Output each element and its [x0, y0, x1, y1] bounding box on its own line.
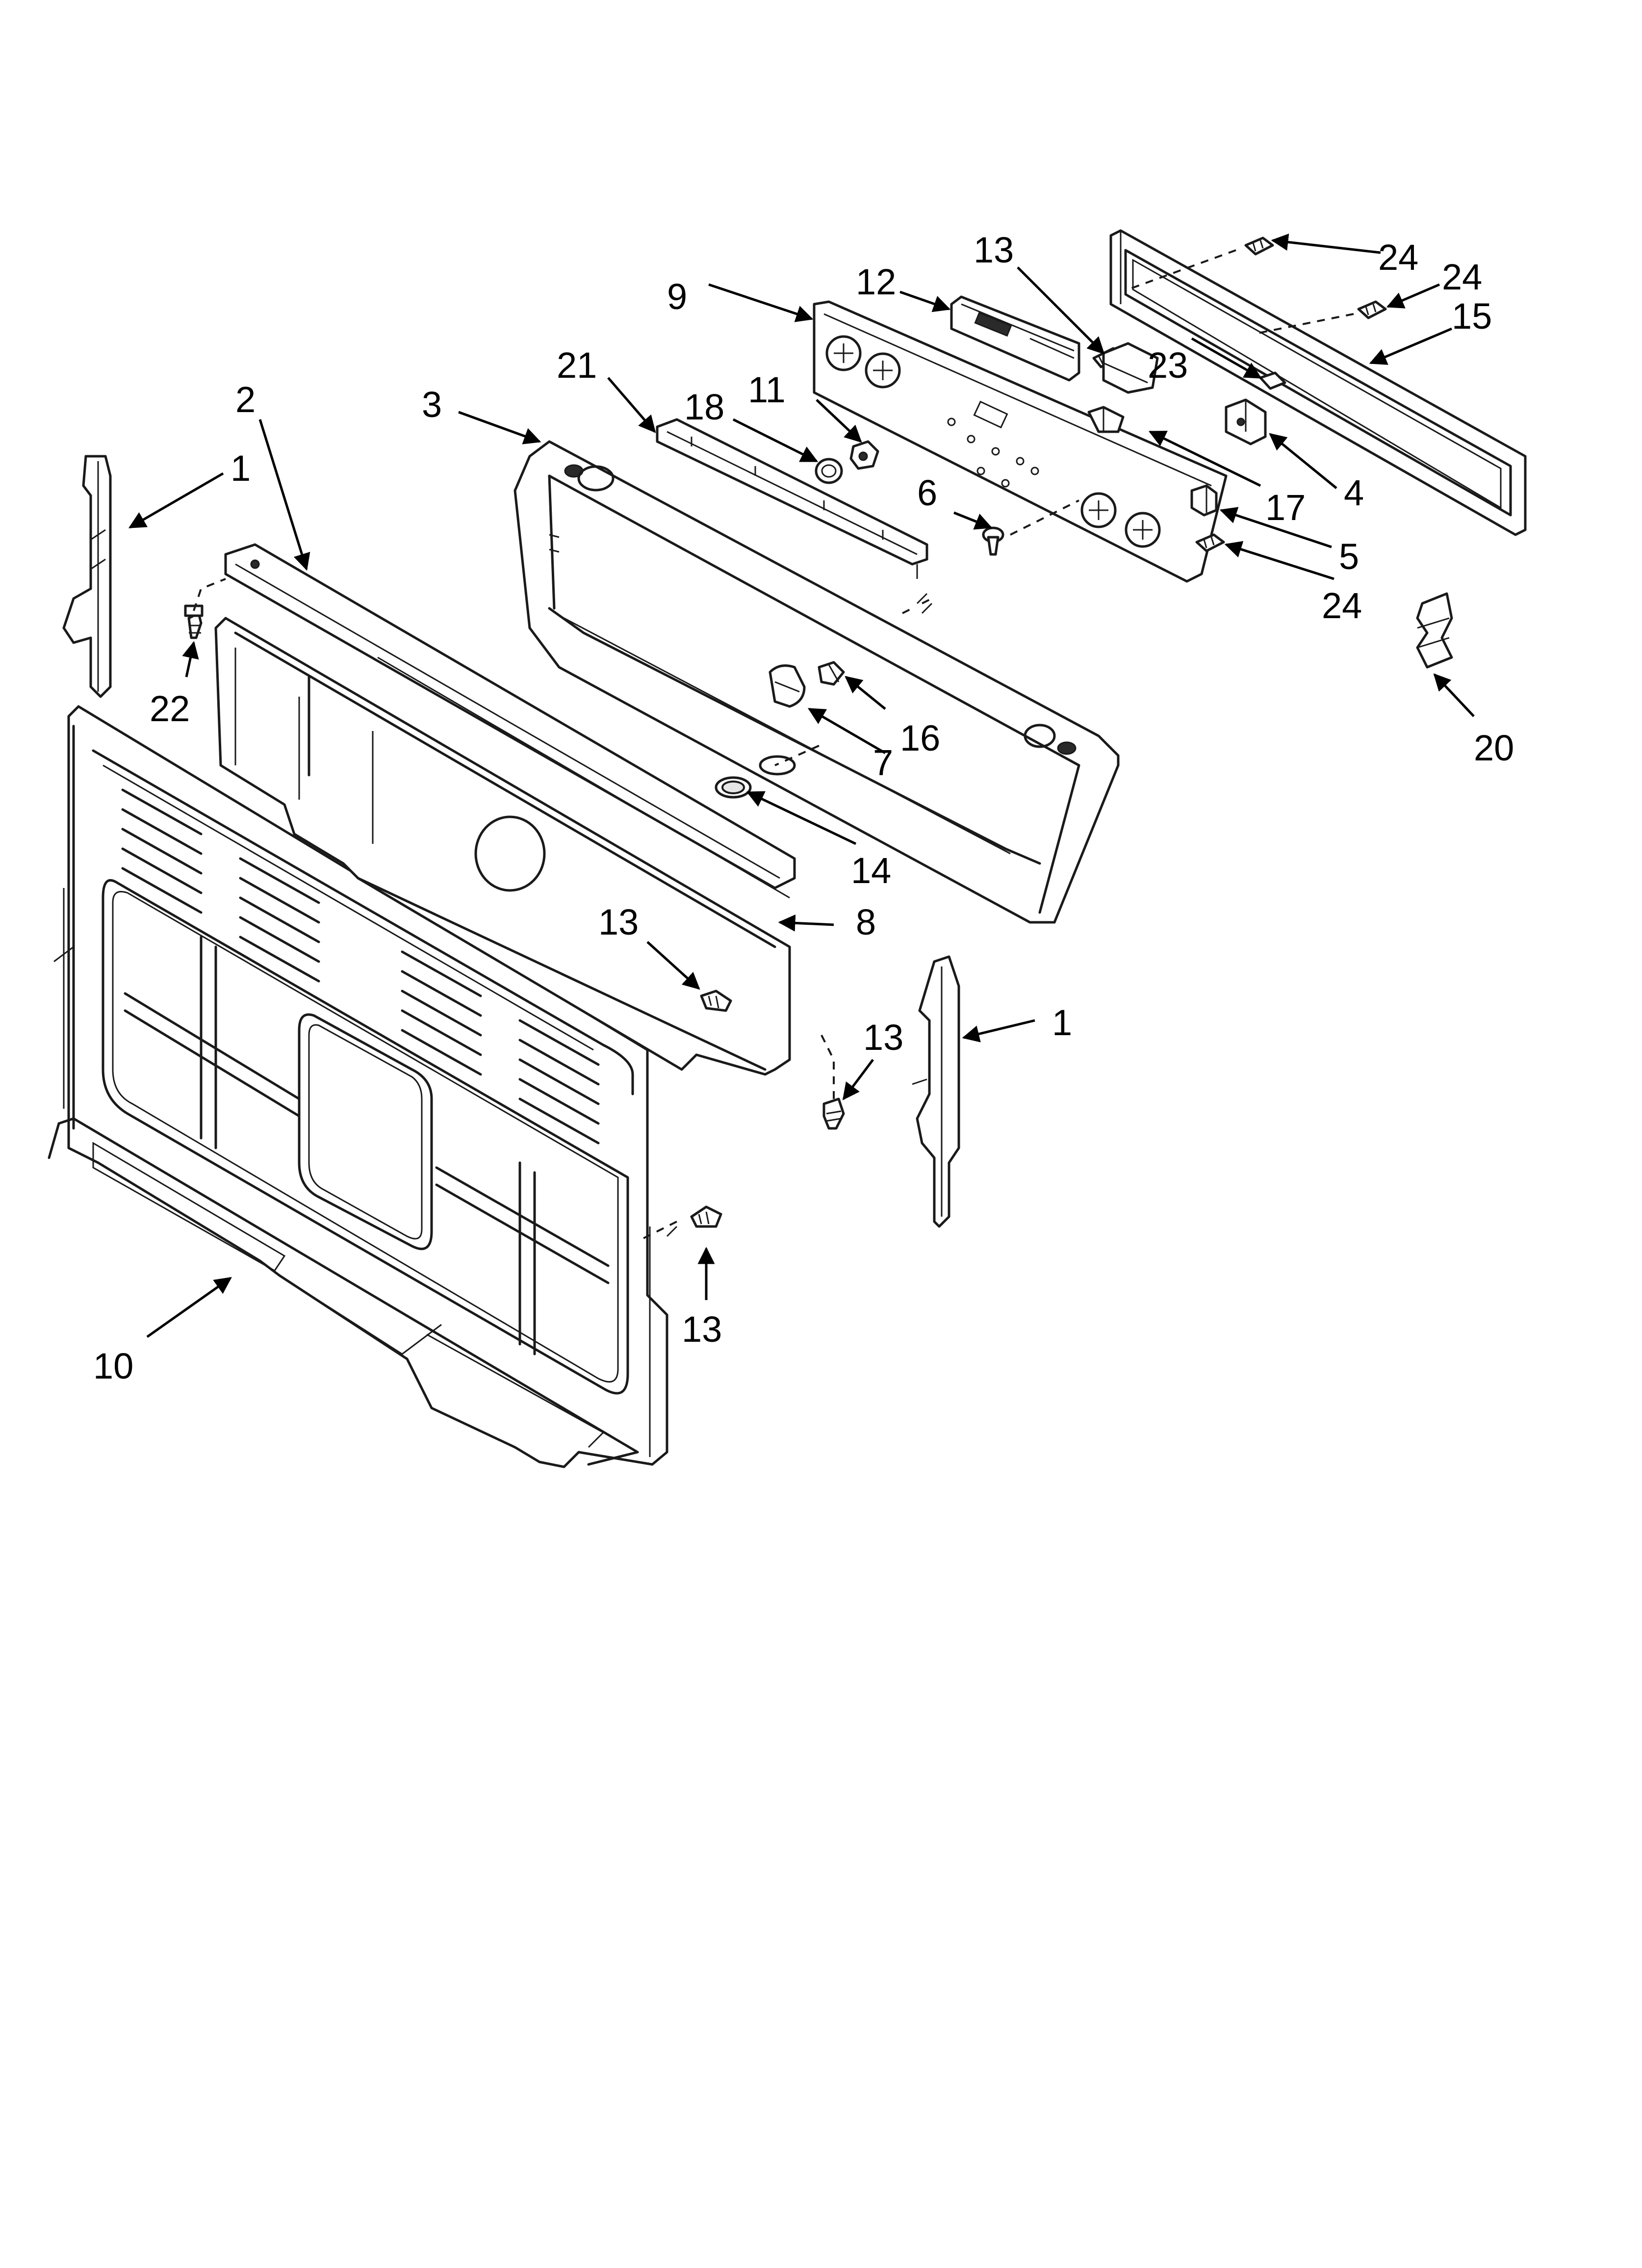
screw-13-mid: [700, 990, 732, 1012]
leader-5: [1219, 507, 1332, 548]
leader-9: [708, 283, 814, 322]
leader-13-right: [842, 1059, 874, 1100]
callout-7: 7: [873, 742, 893, 783]
control-overlay-part-9: [813, 300, 1228, 583]
leader-20: [1433, 673, 1475, 717]
callout-6: 6: [917, 472, 937, 513]
callout-1-right: 1: [1052, 1002, 1072, 1043]
leader-8: [778, 914, 834, 932]
callout-8: 8: [856, 902, 876, 942]
screw-part-6: [982, 526, 1004, 556]
callout-20: 20: [1474, 728, 1514, 768]
screw-13-right: [822, 1097, 845, 1130]
callout-2: 2: [235, 379, 256, 420]
leader-24-lower: [1224, 541, 1334, 580]
connector-part-5: [1190, 484, 1218, 517]
leader-24-mid: [1386, 283, 1440, 309]
side-trim-left-part-1: [62, 455, 112, 698]
callout-1-left: 1: [231, 448, 251, 489]
louvers-d: [518, 1019, 600, 1145]
leader-arrows: [128, 234, 1475, 1338]
leader-13-mid: [646, 941, 700, 990]
leader-1-right: [962, 1019, 1035, 1043]
callout-16: 16: [900, 718, 940, 758]
callout-15: 15: [1452, 296, 1492, 337]
callout-18: 18: [684, 387, 724, 427]
leader-11: [816, 399, 862, 443]
rear-panel-part-10: [48, 705, 678, 1468]
leader-4: [1269, 433, 1337, 489]
leader-6: [953, 511, 993, 530]
leader-21: [607, 377, 656, 433]
callout-23: 23: [1148, 345, 1188, 386]
leader-23: [1191, 337, 1262, 379]
callout-13-mid: 13: [598, 902, 639, 942]
callout-9: 9: [667, 276, 687, 317]
side-trim-right-part-1: [912, 955, 960, 1228]
callout-21: 21: [557, 345, 597, 386]
switch-part-17: [1087, 342, 1159, 433]
callout-11: 11: [748, 369, 786, 410]
callout-14: 14: [851, 850, 891, 891]
alignment-lines: [193, 249, 1354, 1242]
screw-13-bottom: [690, 1205, 722, 1228]
screw-24-lower: [1195, 533, 1225, 552]
leader-1-left: [128, 472, 224, 529]
knob-part-18: [815, 458, 843, 484]
louvers-a: [121, 788, 203, 914]
callout-13-top: 13: [974, 230, 1014, 270]
callout-4: 4: [1344, 472, 1364, 513]
control-panel-body-part-3: [513, 440, 1120, 924]
leader-7: [807, 707, 886, 755]
trim-frame-part-15: [1109, 229, 1527, 536]
bracket-part-2-8: [214, 543, 796, 1076]
knob-part-11: [849, 440, 879, 470]
callout-3: 3: [422, 384, 442, 425]
callout-17: 17: [1265, 487, 1306, 528]
leader-15: [1369, 327, 1452, 365]
screw-24-top: [1244, 236, 1274, 256]
callout-22: 22: [150, 688, 190, 729]
leader-13-top: [1017, 266, 1105, 355]
leader-22: [182, 641, 199, 678]
callout-13-right: 13: [863, 1017, 903, 1058]
leader-16: [845, 676, 886, 710]
leader-12: [899, 290, 951, 313]
callout-24-top: 24: [1378, 237, 1418, 278]
spring-clip-part-20: [1416, 592, 1453, 669]
leader-14: [746, 791, 857, 845]
leader-3: [458, 411, 541, 444]
leader-10: [146, 1277, 232, 1338]
callout-13-bottom: 13: [682, 1309, 722, 1350]
leader-18: [732, 418, 819, 463]
louvers-b: [239, 857, 320, 983]
strip-part-21: [656, 418, 928, 579]
leader-17: [1148, 430, 1261, 487]
callout-24-lower: 24: [1322, 585, 1362, 626]
screw-24-mid: [1357, 300, 1387, 319]
leader-2: [258, 419, 310, 571]
callout-5: 5: [1339, 536, 1359, 577]
switch-block-part-4: [1225, 398, 1267, 445]
callout-labels: 1 1 2 3 4 5 6 7 8 9 10 11 12 13 13 13 13…: [93, 230, 1514, 1386]
callout-12: 12: [856, 261, 896, 302]
leader-24-top: [1271, 234, 1381, 254]
callout-24-mid: 24: [1442, 257, 1482, 297]
louvers-c: [401, 950, 482, 1076]
callout-10: 10: [93, 1346, 133, 1386]
control-board-part-12: [950, 295, 1080, 382]
